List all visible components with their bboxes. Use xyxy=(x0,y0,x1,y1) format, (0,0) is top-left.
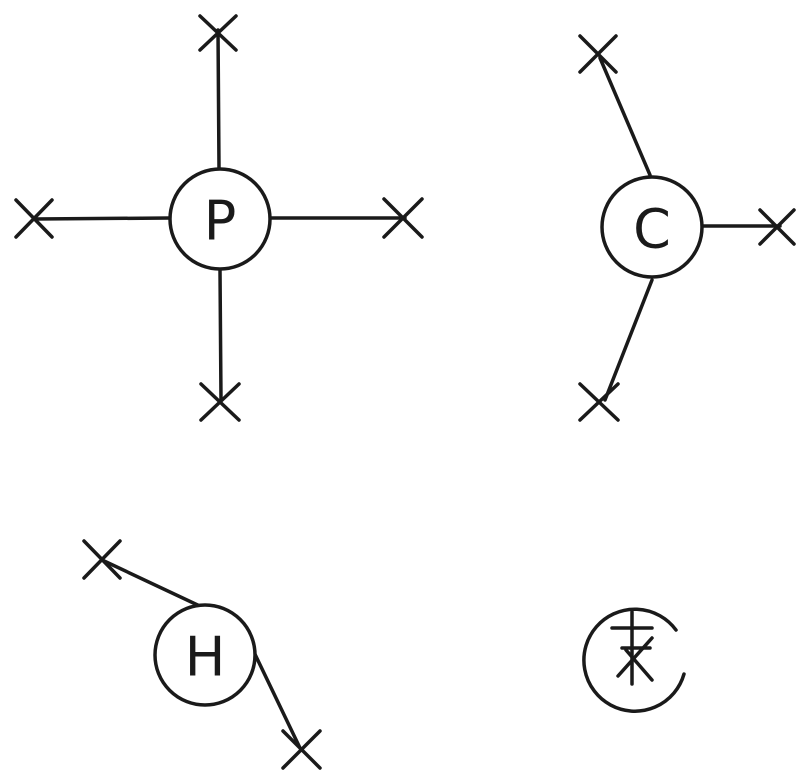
bond-h-upper-left xyxy=(100,558,206,610)
crossed-f-symbol-icon xyxy=(610,610,654,686)
cross-mark xyxy=(382,197,424,239)
atom-circle xyxy=(600,175,704,279)
atom-label-h: H xyxy=(185,626,226,689)
cross-mark xyxy=(281,729,322,770)
bond-c-lower-left xyxy=(603,278,654,402)
atom-circle xyxy=(153,603,257,707)
atom-circle xyxy=(168,167,272,271)
atom-label-c: C xyxy=(633,198,671,261)
cross-mark xyxy=(198,14,238,52)
atom-h-group: H xyxy=(82,539,322,770)
atom-symbol-group xyxy=(582,607,686,713)
atom-p-group: P xyxy=(14,14,424,422)
bond-c-upper-left xyxy=(598,56,652,177)
bond-p-down xyxy=(218,268,223,402)
bond-p-up xyxy=(216,28,221,170)
cross-mark xyxy=(578,34,618,74)
cross-mark xyxy=(82,539,122,580)
cross-mark xyxy=(199,382,241,422)
atom-c-group: C xyxy=(578,34,796,422)
cross-mark xyxy=(578,382,620,422)
atom-circle-open xyxy=(582,607,686,713)
cross-mark xyxy=(758,208,796,246)
cross-mark xyxy=(14,198,54,239)
bond-p-left xyxy=(33,216,172,221)
bond-h-lower-right xyxy=(250,646,302,750)
atom-label-p: P xyxy=(204,190,237,253)
